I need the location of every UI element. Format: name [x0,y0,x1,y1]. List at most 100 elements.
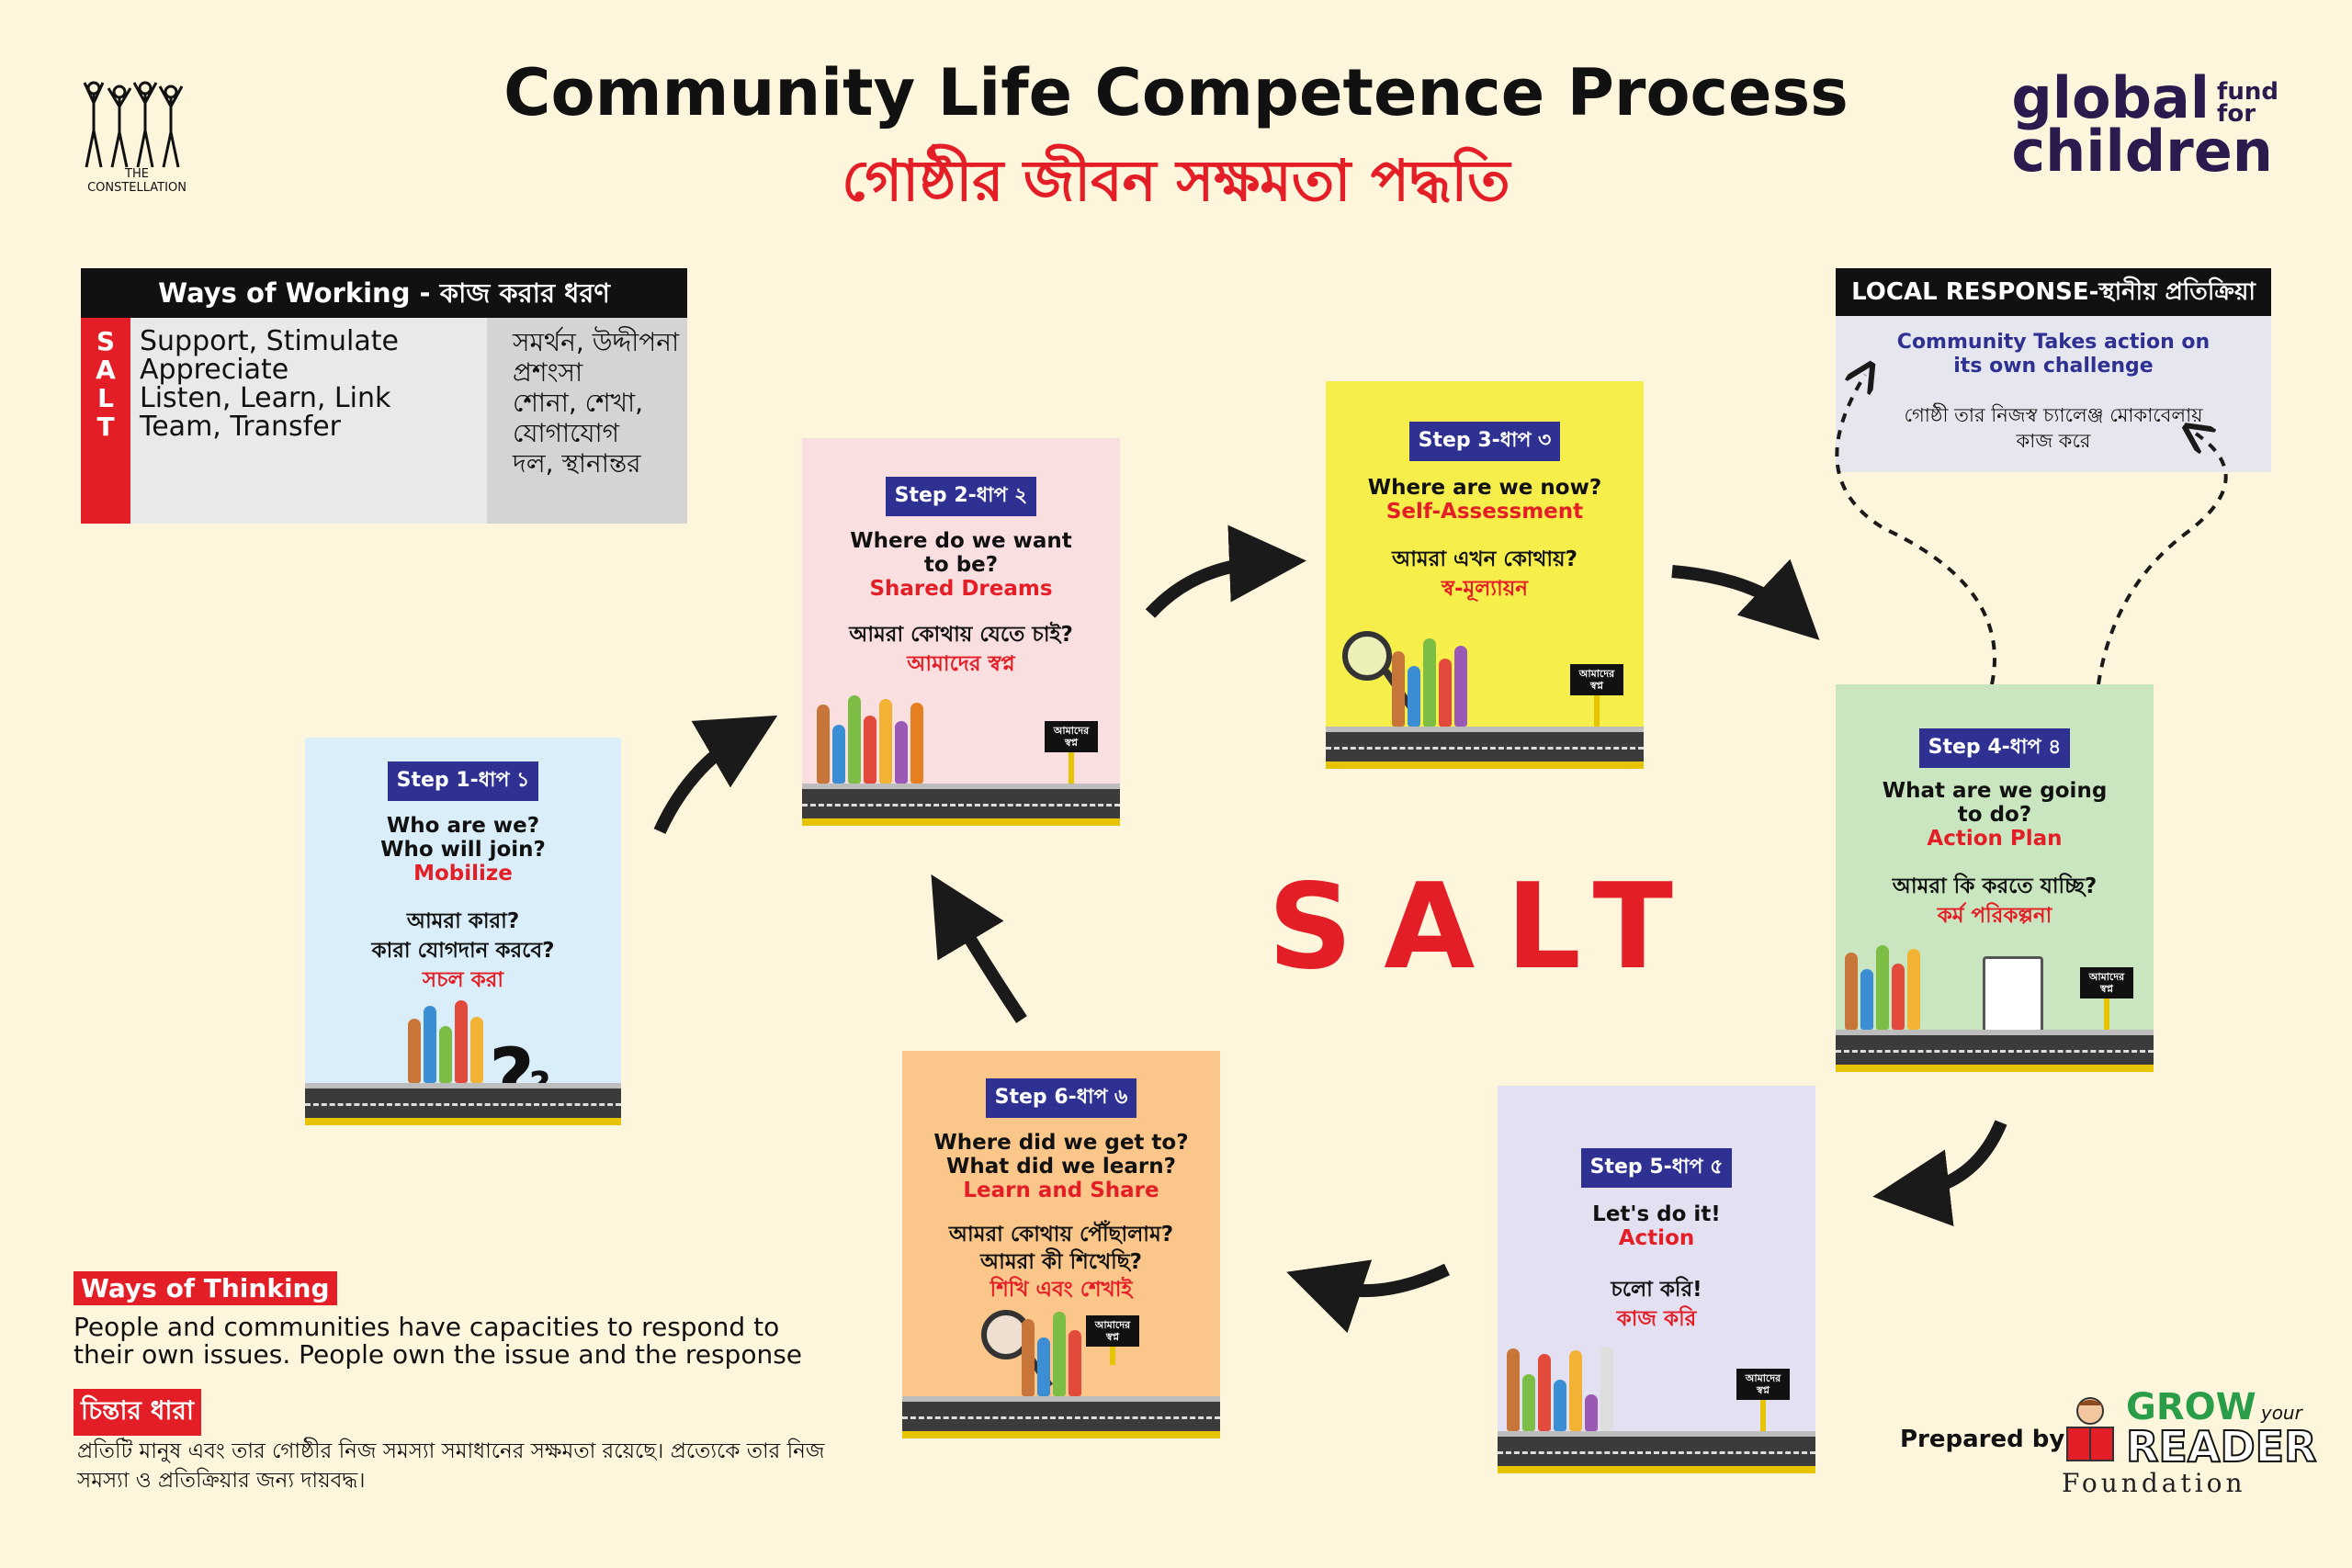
constellation-logo-text: THE CONSTELLATION [87,167,187,195]
community-illustration [408,1000,483,1083]
dashed-arrow-left [1835,375,1996,685]
step-bangla-concept: আমাদের স্বপ্ন [907,652,1015,676]
gffc-logo: global fund for children [2011,64,2278,185]
step-5-card: Step 5-ধাপ ৫ Let's do it! Action চলো করি… [1498,1086,1815,1473]
dream-sign-text: আমাদের স্বপ্ন [1736,1369,1790,1400]
grow-your-reader-logo: GROW your READER [2125,1386,2339,1472]
step-bangla-question: চলো করি! [1611,1278,1702,1302]
arrow-step1-to-step2 [653,715,778,834]
step-question: Who are we? [386,814,540,838]
constellation-figures-icon [83,81,184,168]
community-illustration [1845,945,1920,1030]
step-bangla-question: আমরা কি করতে যাচ্ছি? [1892,874,2098,898]
step-bangla-concept: স্ব-মূল্যায়ন [1441,577,1529,601]
ways-of-thinking-bangla-label: চিন্তার ধারা [74,1389,202,1436]
salt-letter: L [97,383,114,413]
dashed-arrow-right [2097,434,2228,685]
gyr-reader: READER [2125,1422,2317,1472]
local-response-bangla: গোষ্ঠী তার নিজস্ব চ্যালেঞ্জ মোকাবেলায় ক… [1904,404,2203,452]
step-badge: Step 2-ধাপ ২ [885,477,1037,516]
step-bangla-question: আমরা কী শিখেছি? [980,1250,1142,1274]
salt-english-item: Listen, Learn, Link [140,382,391,414]
step-bangla-concept: কাজ করি [1616,1307,1697,1331]
road-strip [802,784,1120,826]
step-badge: Step 4-ধাপ ৪ [1918,728,2071,768]
local-response-heading: LOCAL RESPONSE-স্থানীয় প্রতিক্রিয়া [1836,268,2271,316]
arrow-step2-to-step3 [1145,525,1306,618]
step-bangla-question: কারা যোগদান করবে? [371,939,555,963]
action-plan-clipboard-icon [1983,956,2043,1033]
page-subtitle: গোষ্ঠীর জীবন সক্ষমতা পদ্ধতি [842,147,1510,214]
gyr-grow: GROW [2126,1386,2256,1428]
step-question: Where are we now? [1367,476,1602,500]
salt-bangla-item: দল, স্থানান্তর [513,448,641,479]
step-question: Let's do it! [1592,1202,1721,1226]
salt-english-item: Support, Stimulate [140,325,399,357]
step-6-card: Step 6-ধাপ ৬ Where did we get to? What d… [902,1051,1220,1438]
salt-english-list: Support, Stimulate Appreciate Listen, Le… [130,318,487,524]
step-question: to be? [923,553,999,577]
gyr-foundation-block: Foundation [2062,1468,2275,1498]
step-badge: Step 3-ধাপ ৩ [1408,422,1561,461]
gffc-word-children: children [2011,118,2273,185]
gffc-word-fund: fund [2217,78,2278,106]
community-illustration [817,695,923,784]
dream-sign: আমাদের স্বপ্ন [1045,721,1098,784]
step-concept: Shared Dreams [869,577,1053,601]
reading-child-icon [2064,1394,2117,1466]
salt-english-item: Appreciate [140,354,289,386]
step-question: What are we going [1882,779,2108,803]
step-bangla-concept: শিখি এবং শেখাই [989,1278,1133,1302]
gffc-word-global: global [2011,64,2211,131]
step-3-card: Step 3-ধাপ ৩ Where are we now? Self-Asse… [1326,381,1644,769]
salt-english-item: Team, Transfer [140,411,341,443]
ways-of-thinking-label: Ways of Thinking [74,1271,337,1305]
community-illustration [1507,1347,1613,1431]
road-strip [305,1083,621,1125]
step-question: Where did we get to? [933,1131,1189,1155]
local-response-english: Community Takes action on its own challe… [1896,331,2211,378]
salt-center-label: SALT [1268,859,1704,996]
arrow-step5-to-step6 [1286,1259,1451,1334]
salt-letter: T [96,412,115,442]
step-concept: Self-Assessment [1385,500,1584,524]
salt-bangla-item: প্রশংসা [513,357,583,388]
arrow-step6-to-step2 [931,874,1027,1023]
gffc-word-for: for [2217,100,2256,128]
salt-letter: S [96,326,116,356]
step-bangla-question: আমরা কোথায় পৌঁছালাম? [948,1223,1174,1247]
dream-sign-text: আমাদের স্বপ্ন [1086,1315,1139,1347]
road-strip [1498,1431,1815,1473]
dream-sign: আমাদের স্বপ্ন [2080,967,2133,1030]
step-concept: Learn and Share [963,1179,1159,1202]
step-concept: Action Plan [1927,827,2063,851]
step-concept: Action [1618,1226,1695,1250]
salt-bangla-item: সমর্থন, উদ্দীপনা [513,327,680,357]
road-strip [902,1396,1220,1438]
step-question: What did we learn? [945,1155,1176,1179]
ways-of-thinking-bangla-text: প্রতিটি মানুষ এবং তার গোষ্ঠীর নিজ সমস্যা… [77,1439,825,1493]
salt-bangla-item: শোনা, শেখা, যোগাযোগ [513,388,644,448]
step-4-card: Step 4-ধাপ ৪ What are we going to do? Ac… [1836,684,2154,1072]
constellation-logo: THE CONSTELLATION [77,75,197,195]
salt-bangla-list: সমর্থন, উদ্দীপনা প্রশংসা শোনা, শেখা, যোগ… [487,318,687,524]
ways-of-working-box: Ways of Working - কাজ করার ধরণ S A L T S… [81,268,687,524]
dream-sign-text: আমাদের স্বপ্ন [1045,721,1098,752]
step-bangla-question: আমরা কারা? [406,909,520,933]
community-illustration [1022,1312,1081,1396]
step-question: Who will join? [380,838,546,862]
ways-of-thinking-text: People and communities have capacities t… [74,1312,803,1370]
road-strip [1836,1030,2154,1072]
road-strip [1326,727,1644,769]
gyr-foundation: Foundation [2062,1468,2246,1498]
ways-of-working-heading: Ways of Working - কাজ করার ধরণ [81,268,687,318]
dream-sign-text: আমাদের স্বপ্ন [1570,664,1623,695]
salt-letter: A [96,355,116,385]
step-concept: Mobilize [413,862,513,886]
step-bangla-concept: সচল করা [422,968,504,992]
dream-sign: আমাদের স্বপ্ন [1086,1315,1139,1365]
gyr-your: your [2260,1402,2302,1424]
dream-sign: আমাদের স্বপ্ন [1570,664,1623,727]
dream-sign-text: আমাদের স্বপ্ন [2080,967,2133,998]
